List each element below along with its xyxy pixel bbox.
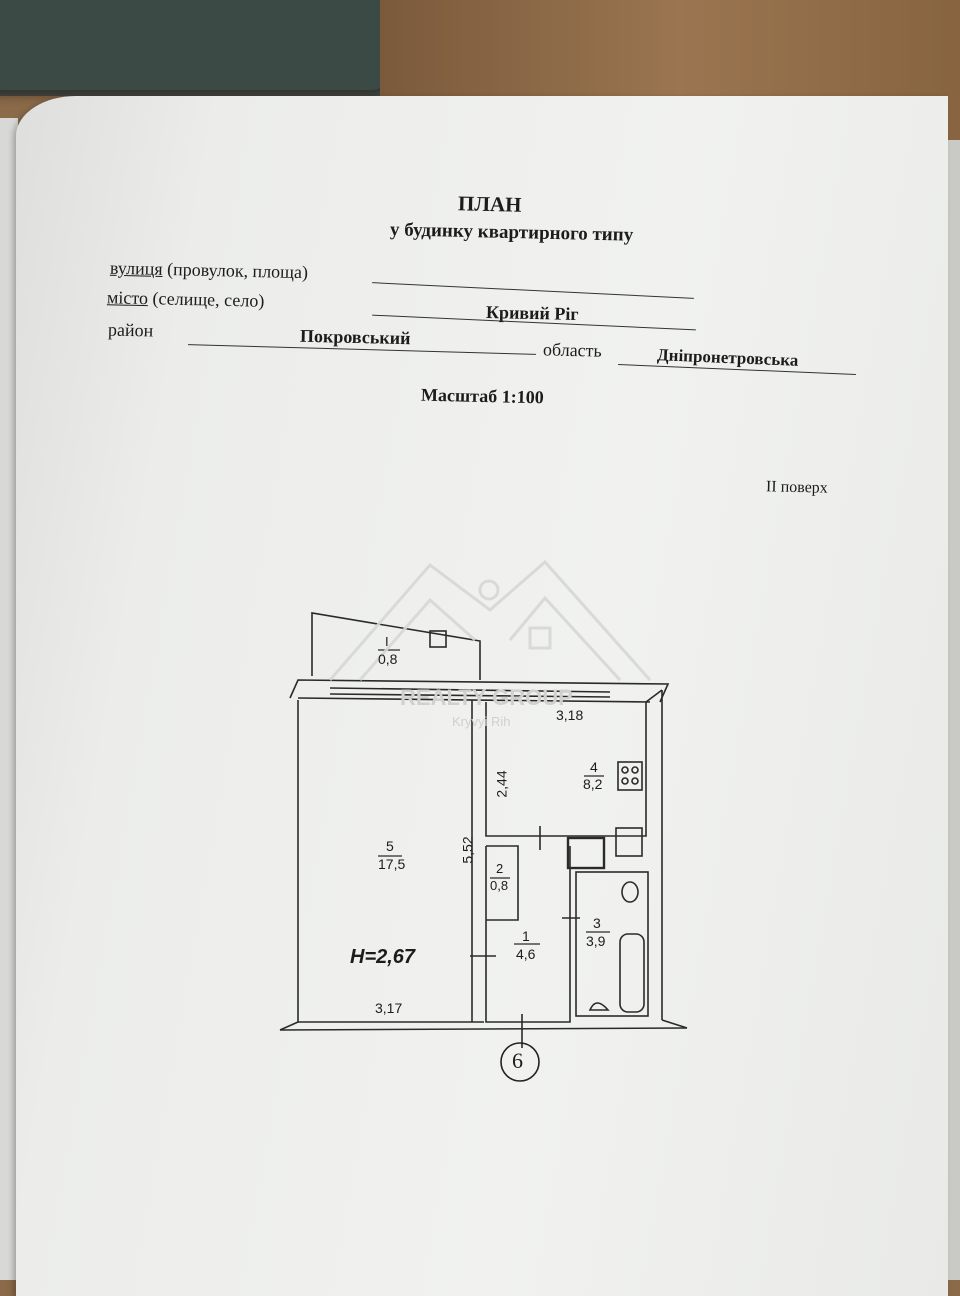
kitchen-sink-icon [615,827,643,857]
room-2-area: 0,8 [490,878,509,893]
room-I-area: 0,8 [378,651,398,667]
tablet-device [0,0,390,90]
balcony-outline [311,612,481,680]
balcony-window-icon [429,630,447,648]
exterior-wall-top [289,679,670,703]
room-3-area: 3,9 [586,933,606,949]
watermark-logo [328,559,652,682]
room-1-area: 4,6 [516,946,536,962]
room-width-dim: 3,17 [375,1000,403,1016]
room-4-number: 4 [590,759,598,775]
back-page-edge [0,118,18,1280]
toilet-icon [621,881,639,903]
room-4-area: 8,2 [583,776,603,792]
ceiling-height: H=2,67 [350,946,416,968]
room-3-outline [575,871,649,1017]
room-4-outline [485,702,647,837]
room-2-number: 2 [496,861,504,876]
axis-marker-circle [500,1042,540,1082]
watermark-line2: Kryvyi Rih [452,714,511,729]
room-5-number: 5 [386,838,394,854]
stove-icon [617,761,643,791]
vent-shaft-icon [566,836,606,870]
bathtub-icon [619,933,645,1013]
room-depth-dim: 5,52 [459,836,476,864]
room-3-number: 3 [593,915,601,931]
kitchen-depth-dim: 2,44 [493,770,510,798]
kitchen-width-dim: 3,18 [556,707,584,723]
washbasin-icon [588,1002,610,1011]
room-2-outline [486,845,519,921]
room-5-area: 17,5 [378,856,406,872]
watermark-line1: REALTY GROUP [400,685,573,710]
room-I-number: I [385,634,389,649]
axis-marker-label: 6 [512,1048,523,1073]
room-1-number: 1 [522,928,530,944]
room-1-outline [485,846,571,1023]
